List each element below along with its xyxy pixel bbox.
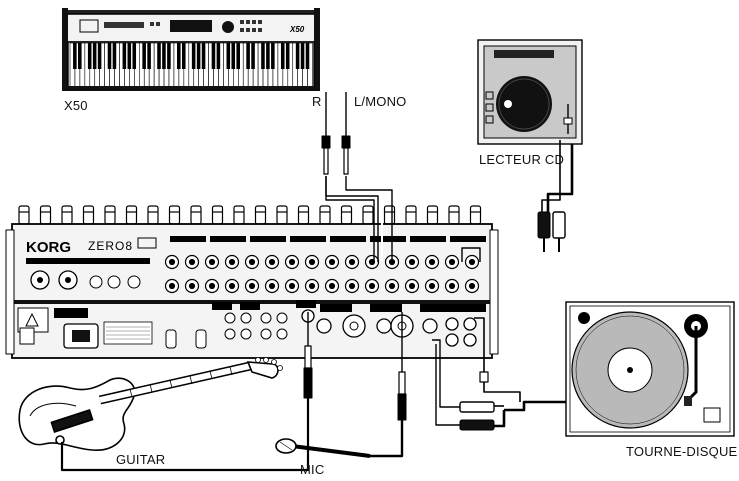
mixer-model: ZERO8 bbox=[88, 239, 133, 253]
cd-player-label: LECTEUR CD bbox=[479, 152, 565, 167]
keyboard-label: X50 bbox=[64, 98, 88, 113]
mixer-brand: KORG bbox=[26, 239, 71, 256]
microphone bbox=[275, 438, 371, 458]
l-mono-jack-label: L/MONO bbox=[354, 94, 407, 109]
turntable-label: TOURNE-DISQUE bbox=[626, 444, 738, 459]
guitar-label: GUITAR bbox=[116, 452, 166, 467]
keyboard-badge: X50 bbox=[289, 25, 305, 34]
r-jack-label: R bbox=[312, 94, 322, 109]
mic-label: MIC bbox=[300, 462, 325, 477]
keyboard-x50: X50 bbox=[62, 8, 320, 91]
mixer-zero8: KORG ZERO8 bbox=[5, 205, 499, 359]
turntable bbox=[565, 301, 735, 437]
cd-player bbox=[477, 39, 583, 145]
guitar bbox=[18, 357, 283, 451]
cables bbox=[60, 92, 574, 472]
